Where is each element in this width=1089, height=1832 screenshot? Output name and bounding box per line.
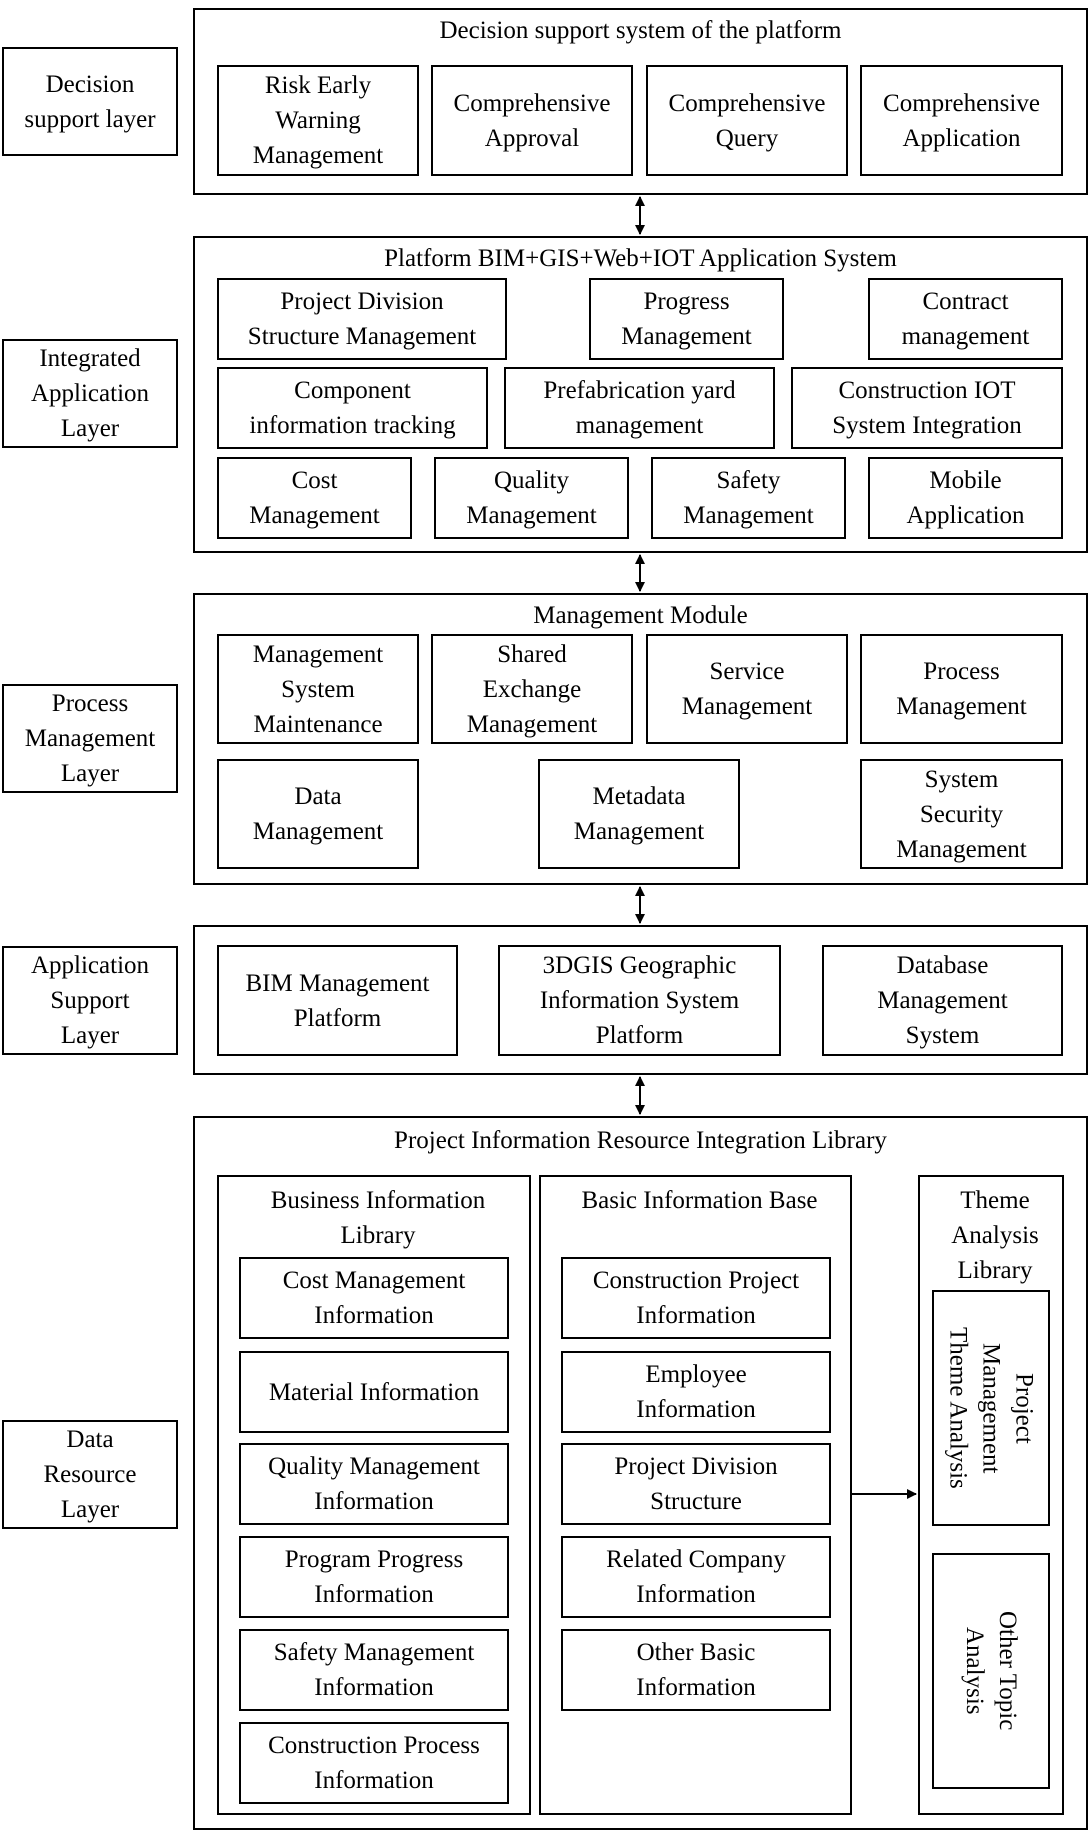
theme-item-other-topic: Other Topic Analysis — [932, 1553, 1050, 1789]
basic-item-label: Construction Project Information — [592, 1267, 800, 1329]
app-item-label: Mobile Application — [906, 467, 1025, 529]
business-library-title: Business Information Library — [217, 1180, 539, 1255]
module-item-process: Process Management — [860, 634, 1063, 744]
module-item-label: Process Management — [896, 658, 1027, 720]
layer-label-text: Application Support Layer — [30, 952, 150, 1049]
module-item-label: Shared Exchange Management — [466, 640, 598, 738]
business-item-label: Material Information — [268, 1378, 480, 1406]
business-item-construction-process: Construction Process Information — [239, 1722, 509, 1804]
app-item-component-tracking: Component information tracking — [217, 367, 488, 449]
module-item-system-security: System Security Management — [860, 759, 1063, 869]
app-item-quality: Quality Management — [434, 457, 629, 539]
layer-label-application-support: Application Support Layer — [2, 946, 178, 1055]
app-item-label: Progress Management — [621, 288, 752, 350]
decision-item-query: Comprehensive Query — [646, 65, 848, 176]
module-item-service: Service Management — [646, 634, 848, 744]
app-item-label: Project Division Structure Management — [247, 288, 477, 350]
decision-support-system-title: Decision support system of the platform — [439, 17, 842, 44]
platform-label: 3DGIS Geographic Information System Plat… — [539, 952, 740, 1049]
module-item-label: System Security Management — [896, 765, 1027, 863]
app-item-label: Construction IOT System Integration — [832, 377, 1022, 439]
business-item-quality: Quality Management Information — [239, 1443, 509, 1525]
business-item-label: Safety Management Information — [273, 1639, 475, 1701]
module-item-system-maintenance: Management System Maintenance — [217, 634, 419, 744]
management-module-title: Management Module — [533, 602, 748, 629]
decision-item-approval: Comprehensive Approval — [431, 65, 633, 176]
basic-item-other-basic: Other Basic Information — [561, 1629, 831, 1711]
business-item-cost: Cost Management Information — [239, 1257, 509, 1339]
theme-item-label: Project Management Theme Analysis — [944, 1327, 1038, 1489]
layer-label-process-management: Process Management Layer — [2, 684, 178, 793]
business-item-material: Material Information — [239, 1351, 509, 1433]
app-item-label: Safety Management — [683, 467, 814, 529]
basic-base-title: Basic Information Base — [539, 1180, 860, 1220]
basic-item-label: Other Basic Information — [636, 1639, 756, 1701]
basic-item-project-division: Project Division Structure — [561, 1443, 831, 1525]
business-library-title-text: Business Information Library — [270, 1186, 486, 1249]
layer-label-text: Process Management Layer — [24, 690, 156, 787]
basic-item-label: Employee Information — [636, 1361, 756, 1423]
theme-item-project-management: Project Management Theme Analysis — [932, 1290, 1050, 1526]
platform-3dgis: 3DGIS Geographic Information System Plat… — [498, 945, 781, 1056]
basic-item-construction-project: Construction Project Information — [561, 1257, 831, 1339]
app-item-construction-iot: Construction IOT System Integration — [791, 367, 1063, 449]
app-item-progress: Progress Management — [589, 278, 784, 360]
app-item-label: Contract management — [901, 288, 1030, 350]
basic-item-employee: Employee Information — [561, 1351, 831, 1433]
business-item-progress: Program Progress Information — [239, 1536, 509, 1618]
app-item-label: Cost Management — [249, 467, 380, 529]
layer-label-text: Decision support layer — [24, 70, 156, 133]
module-item-shared-exchange: Shared Exchange Management — [431, 634, 633, 744]
basic-base-title-text: Basic Information Base — [581, 1186, 818, 1214]
app-item-safety: Safety Management — [651, 457, 846, 539]
business-item-label: Construction Process Information — [268, 1732, 480, 1794]
layer-label-decision-support: Decision support layer — [2, 47, 178, 156]
module-item-label: Data Management — [252, 783, 384, 845]
app-item-label: Quality Management — [466, 467, 597, 529]
theme-library-title: Theme Analysis Library — [918, 1180, 1072, 1290]
application-system-title: Platform BIM+GIS+Web+IOT Application Sys… — [384, 245, 897, 272]
app-item-contract: Contract management — [868, 278, 1063, 360]
resource-library-title: Project Information Resource Integration… — [394, 1127, 887, 1154]
app-item-mobile: Mobile Application — [868, 457, 1063, 539]
basic-item-label: Related Company Information — [606, 1546, 786, 1608]
module-item-metadata: Metadata Management — [538, 759, 740, 869]
decision-item-label: Risk Early Warning Management — [252, 72, 384, 169]
layer-label-integrated-application: Integrated Application Layer — [2, 339, 178, 448]
platform-label: BIM Management Platform — [245, 969, 430, 1032]
decision-item-risk: Risk Early Warning Management — [217, 65, 419, 176]
business-item-safety: Safety Management Information — [239, 1629, 509, 1711]
decision-item-label: Comprehensive Application — [883, 89, 1040, 152]
app-item-prefabrication-yard: Prefabrication yard management — [504, 367, 775, 449]
app-item-cost: Cost Management — [217, 457, 412, 539]
decision-item-label: Comprehensive Approval — [453, 89, 611, 152]
module-item-data: Data Management — [217, 759, 419, 869]
decision-item-application: Comprehensive Application — [860, 65, 1063, 176]
layer-label-text: Data Resource Layer — [43, 1426, 137, 1523]
app-item-label: Component information tracking — [249, 377, 456, 439]
layer-label-text: Integrated Application Layer — [30, 345, 150, 442]
theme-item-label: Other Topic Analysis — [961, 1611, 1021, 1731]
business-item-label: Quality Management Information — [268, 1453, 480, 1515]
module-item-label: Service Management — [681, 658, 813, 720]
theme-library-title-text: Theme Analysis Library — [951, 1186, 1039, 1284]
business-item-label: Cost Management Information — [282, 1267, 466, 1329]
module-item-label: Metadata Management — [573, 783, 705, 845]
basic-item-related-company: Related Company Information — [561, 1536, 831, 1618]
app-item-label: Prefabrication yard management — [543, 377, 736, 439]
decision-item-label: Comprehensive Query — [668, 89, 826, 152]
module-item-label: Management System Maintenance — [252, 640, 384, 738]
platform-bim-management: BIM Management Platform — [217, 945, 458, 1056]
app-item-project-division: Project Division Structure Management — [217, 278, 507, 360]
platform-label: Database Management System — [877, 952, 1008, 1049]
business-item-label: Program Progress Information — [284, 1546, 464, 1608]
basic-item-label: Project Division Structure — [614, 1453, 778, 1515]
layer-label-data-resource: Data Resource Layer — [2, 1420, 178, 1529]
platform-database-management: Database Management System — [822, 945, 1063, 1056]
